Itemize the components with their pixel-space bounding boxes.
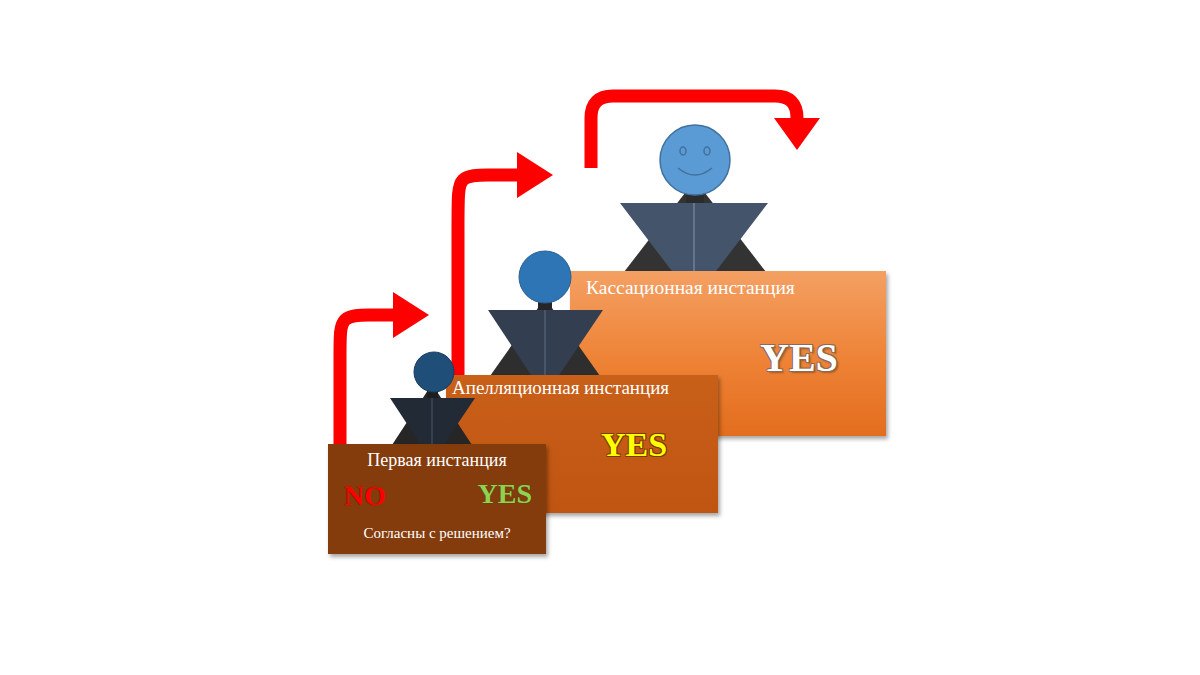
- robe-line: [545, 310, 546, 376]
- head: [660, 125, 730, 195]
- neck: [427, 388, 438, 400]
- robe-line: [694, 203, 695, 272]
- answer-yes: YES: [760, 335, 838, 381]
- decor-arrow: [591, 96, 797, 168]
- text-slot: Кассационная инстанция: [586, 277, 795, 299]
- progress-arrow: [458, 175, 518, 375]
- answer-no: NO: [344, 480, 386, 512]
- shoulders: [624, 180, 766, 272]
- instance-title: Апелляционная инстанция: [452, 377, 669, 399]
- neck: [686, 188, 704, 206]
- text-slot: YES: [601, 425, 667, 464]
- progress-arrow: [340, 315, 394, 444]
- neck: [538, 298, 552, 312]
- text-slot: YES: [478, 478, 532, 510]
- answer-yes: YES: [478, 478, 532, 510]
- text-slot: YES: [760, 335, 838, 381]
- question-text: Согласны с решением?: [363, 525, 510, 542]
- text-slot: Согласны с решением?: [328, 524, 546, 542]
- text-slot: NO: [344, 480, 386, 512]
- instance-title: Первая инстанция: [367, 450, 507, 471]
- head: [519, 251, 571, 303]
- decor-arrowhead: [774, 118, 820, 150]
- answer-yes: YES: [601, 425, 667, 464]
- first-instance-box: Первая инстанцияNO YES Согласны с решением…: [328, 444, 546, 554]
- robe-line: [432, 398, 433, 445]
- text-slot: Первая инстанция: [328, 450, 546, 471]
- eye: [680, 147, 686, 155]
- text-slot: Апелляционная инстанция: [452, 377, 669, 399]
- eye: [704, 147, 710, 155]
- instance-title: Кассационная инстанция: [586, 277, 795, 299]
- smile: [678, 168, 712, 175]
